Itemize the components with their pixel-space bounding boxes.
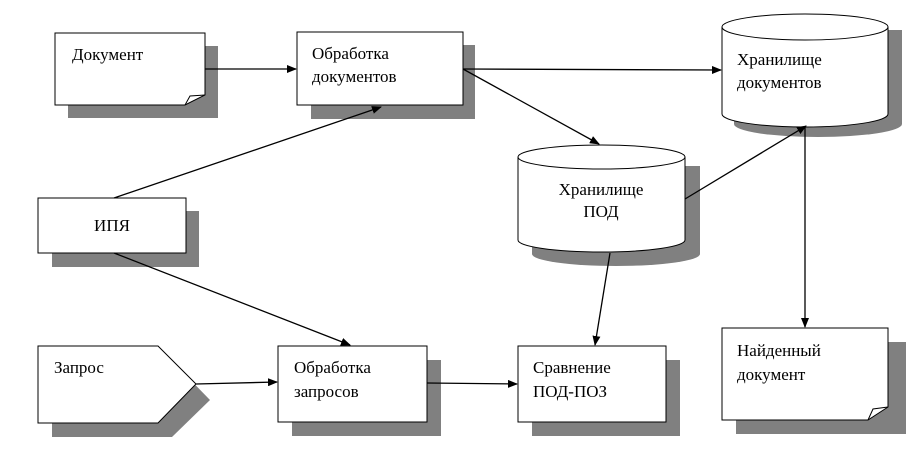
node-document: Документ (54, 32, 218, 118)
node-query-processing: Обработка запросов (277, 345, 441, 436)
arrow-doc-processing-to-pod-storage (462, 68, 600, 145)
arrow-ipya-to-query-processing (113, 252, 351, 346)
arrow-pod-storage-to-doc-storage (684, 125, 807, 200)
doc-storage-line2: документов (737, 73, 822, 92)
query-label: Запрос (54, 358, 104, 377)
arrow-pod-storage-to-comparison (592, 252, 611, 346)
doc-processing-line2: документов (312, 67, 397, 86)
node-comparison: Сравнение ПОД-ПОЗ (517, 345, 680, 436)
node-doc-storage: Хранилище документов (721, 13, 902, 137)
query-processing-line1: Обработка (294, 358, 371, 377)
comparison-line2: ПОД-ПОЗ (533, 382, 607, 401)
ipya-label: ИПЯ (94, 216, 130, 235)
comparison-line1: Сравнение (533, 358, 611, 377)
arrow-doc-processing-to-doc-storage (462, 65, 722, 74)
doc-storage-line1: Хранилище (737, 50, 822, 69)
pod-storage-line2: ПОД (583, 202, 619, 221)
query-processing-line2: запросов (294, 382, 359, 401)
pod-storage-line1: Хранилище (559, 180, 644, 199)
arrow-ipya-to-doc-processing (113, 106, 382, 199)
node-ipya: ИПЯ (37, 197, 199, 267)
arrow-query-processing-to-comparison (426, 379, 518, 388)
node-found-document: Найденный документ (721, 327, 906, 434)
found-document-line1: Найденный (737, 341, 821, 360)
found-document-line2: документ (737, 365, 806, 384)
arrow-query-to-query-processing (195, 378, 278, 387)
node-doc-processing: Обработка документов (296, 31, 475, 119)
node-pod-storage: Хранилище ПОД (517, 144, 700, 266)
node-query: Запрос (37, 345, 210, 437)
doc-processing-line1: Обработка (312, 44, 389, 63)
document-label: Документ (72, 45, 144, 64)
